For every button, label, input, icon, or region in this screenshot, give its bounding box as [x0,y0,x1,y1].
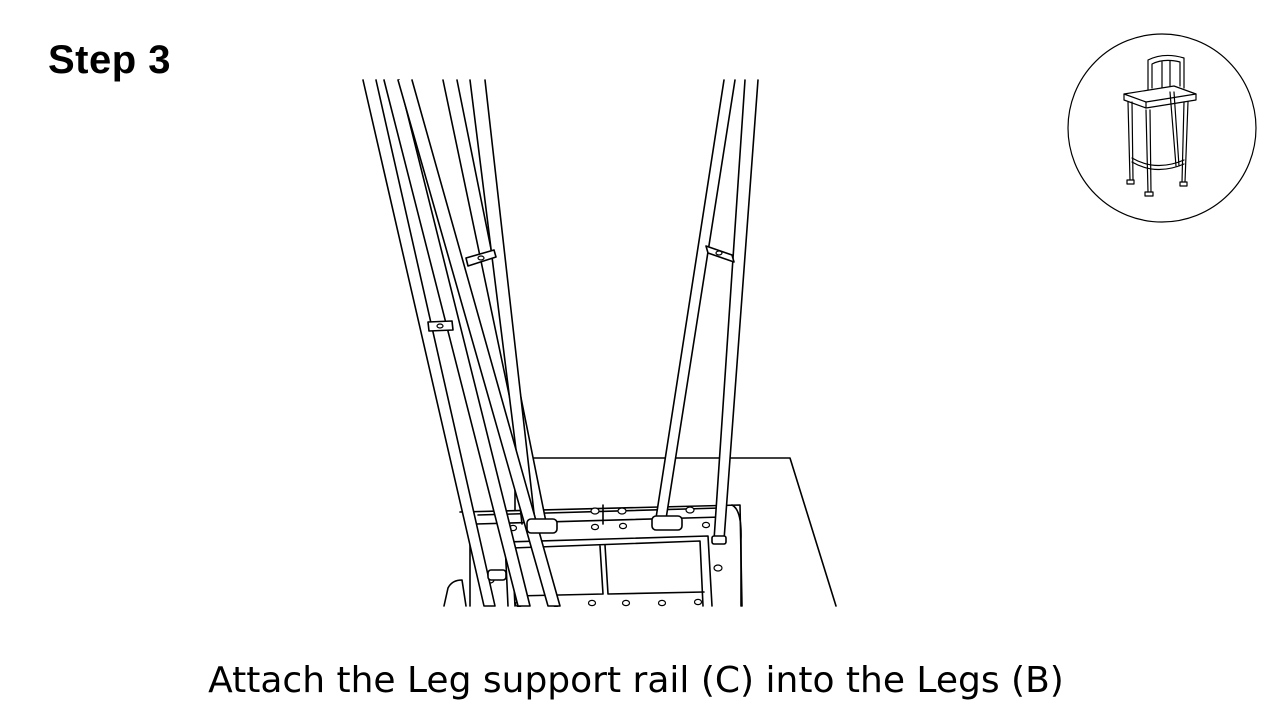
instruction-caption: Attach the Leg support rail (C) into the… [208,660,1064,701]
bar-stool-thumbnail-icon [1067,33,1257,223]
step-title: Step 3 [48,38,172,82]
